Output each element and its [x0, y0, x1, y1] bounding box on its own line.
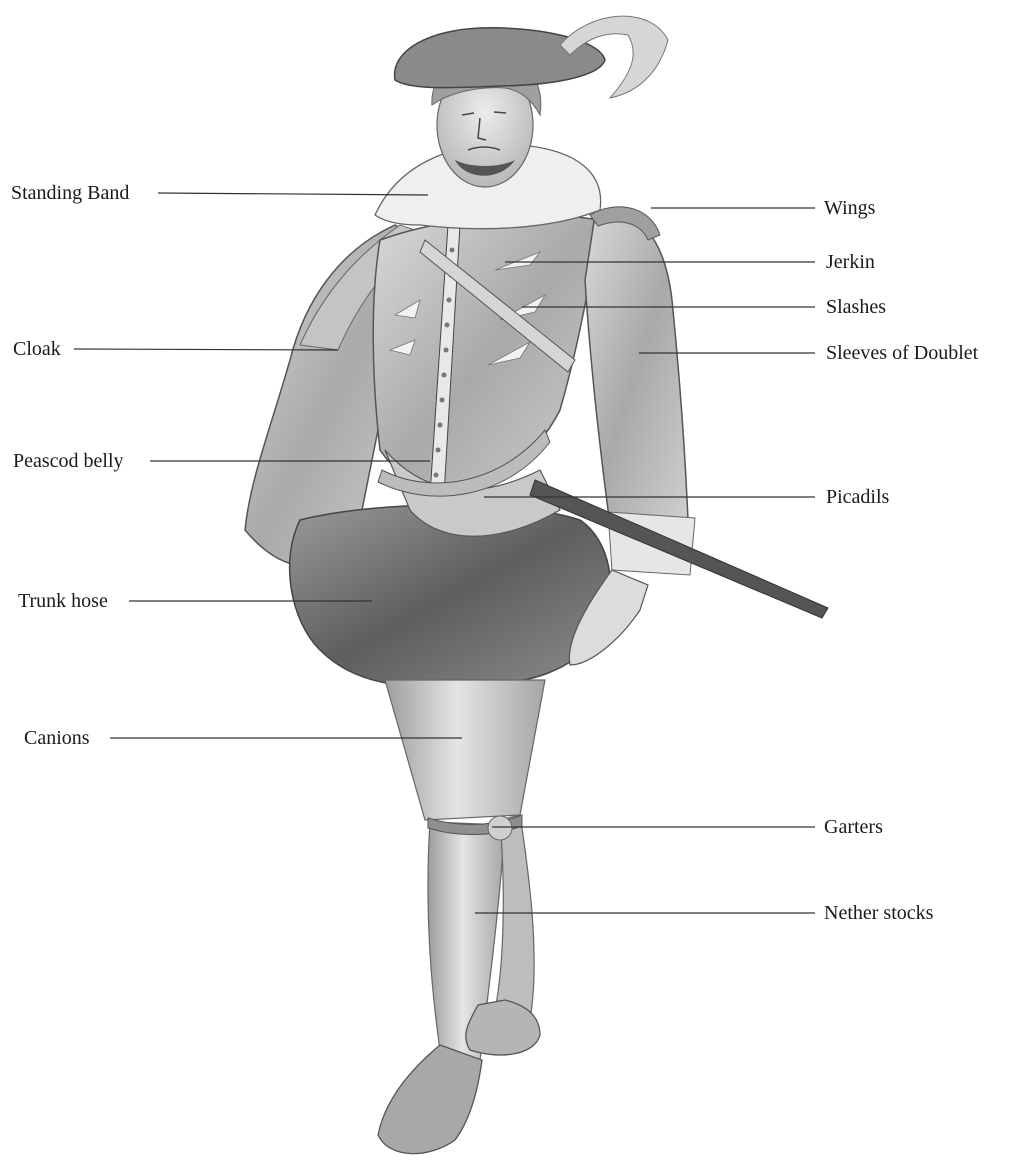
canions-shape [385, 680, 545, 820]
label-slashes: Slashes [826, 296, 886, 318]
label-peascod-belly: Peascod belly [13, 450, 124, 472]
label-trunk-hose: Trunk hose [18, 590, 108, 612]
label-standing-band: Standing Band [11, 182, 129, 204]
doublet-sleeve [585, 213, 688, 525]
label-canions: Canions [24, 727, 90, 749]
garter-bow [488, 816, 512, 840]
label-jerkin: Jerkin [826, 251, 875, 273]
shoe-left [378, 1045, 482, 1154]
label-sleeves-of-doublet: Sleeves of Doublet [826, 342, 978, 364]
label-picadils: Picadils [826, 486, 889, 508]
label-nether-stocks: Nether stocks [824, 902, 933, 924]
label-cloak: Cloak [13, 338, 61, 360]
label-wings: Wings [824, 197, 875, 219]
label-garters: Garters [824, 816, 883, 838]
